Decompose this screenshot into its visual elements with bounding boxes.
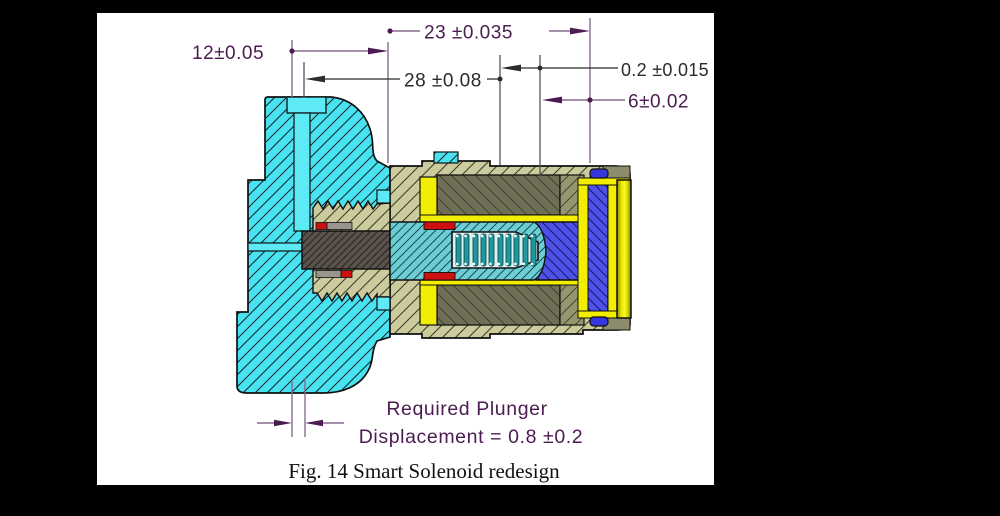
dimension-23: 23 ±0.035 xyxy=(387,23,590,44)
counterbore xyxy=(286,96,327,114)
dimension-dot-icon xyxy=(587,97,593,103)
push-rod-section xyxy=(301,230,391,270)
plunger-note-line2: Displacement = 0.8 ±0.2 xyxy=(359,426,584,448)
rod-seal-top xyxy=(315,222,328,230)
arrowhead-right-icon xyxy=(570,27,590,35)
extension-lines-purple xyxy=(291,18,591,437)
end-cap xyxy=(616,179,632,319)
dimension-dot-icon xyxy=(289,48,295,54)
bobbin-tube-top xyxy=(419,214,583,223)
spring-coil xyxy=(513,233,520,267)
spring-coil xyxy=(505,233,512,267)
bobbin-right-strip xyxy=(607,183,618,313)
plunger-note-line1: Required Plunger xyxy=(386,398,547,420)
dimension-dot-icon xyxy=(497,76,503,82)
dimension-dot-icon xyxy=(537,65,543,71)
o-ring-bottom xyxy=(589,316,609,327)
spring-coil xyxy=(488,233,495,267)
spring-coil xyxy=(497,233,504,267)
dimension-12-label: 12±0.05 xyxy=(192,43,264,64)
dimension-6: 6±0.02 xyxy=(542,92,689,113)
arrowhead-left-icon xyxy=(542,96,562,104)
rod-seal-bottom xyxy=(340,270,353,278)
rod-washer-top xyxy=(326,222,353,230)
figure-caption: Fig. 14 Smart Solenoid redesign xyxy=(288,459,560,483)
dimension-12: 12±0.05 xyxy=(192,43,388,64)
dimension-23-label: 23 ±0.035 xyxy=(424,23,513,44)
horizontal-bore xyxy=(247,242,303,252)
arrowhead-right-icon xyxy=(368,47,388,55)
arrowhead-left-icon xyxy=(305,419,323,427)
arrowhead-left-icon xyxy=(305,75,325,83)
o-ring-top xyxy=(589,168,609,179)
spring-coil xyxy=(480,233,487,267)
housing-top-tab xyxy=(433,151,459,164)
rod-washer-bottom xyxy=(315,270,342,278)
dimension-28-label: 28 ±0.08 xyxy=(404,71,482,92)
dimension-28: 28 ±0.08 xyxy=(305,71,503,92)
spring-coil xyxy=(472,233,479,267)
spring-coil xyxy=(530,233,537,267)
spring-coil xyxy=(522,233,529,267)
vertical-bore xyxy=(293,112,311,232)
dimension-0-2-label: 0.2 ±0.015 xyxy=(621,60,709,80)
dimension-6-label: 6±0.02 xyxy=(628,92,689,113)
spring xyxy=(455,233,537,267)
bobbin-flange-left-bottom xyxy=(419,279,438,326)
plunger-seal-bottom xyxy=(423,272,456,281)
coil-bottom xyxy=(436,284,561,326)
arrowhead-left-icon xyxy=(501,64,521,72)
plunger-seal-top xyxy=(423,221,456,230)
dimension-displacement xyxy=(257,419,344,427)
coil-top xyxy=(436,174,561,216)
extension-lines-dark xyxy=(303,55,541,177)
flange-recess-bottom xyxy=(376,296,391,311)
bobbin-flange-right xyxy=(577,177,589,319)
spring-coil xyxy=(455,233,462,267)
arrowhead-right-icon xyxy=(274,419,292,427)
dimension-dot-icon xyxy=(387,28,393,34)
dimension-0-2: 0.2 ±0.015 xyxy=(501,60,709,80)
spring-coil xyxy=(463,233,470,267)
flange-recess-top xyxy=(376,189,391,204)
